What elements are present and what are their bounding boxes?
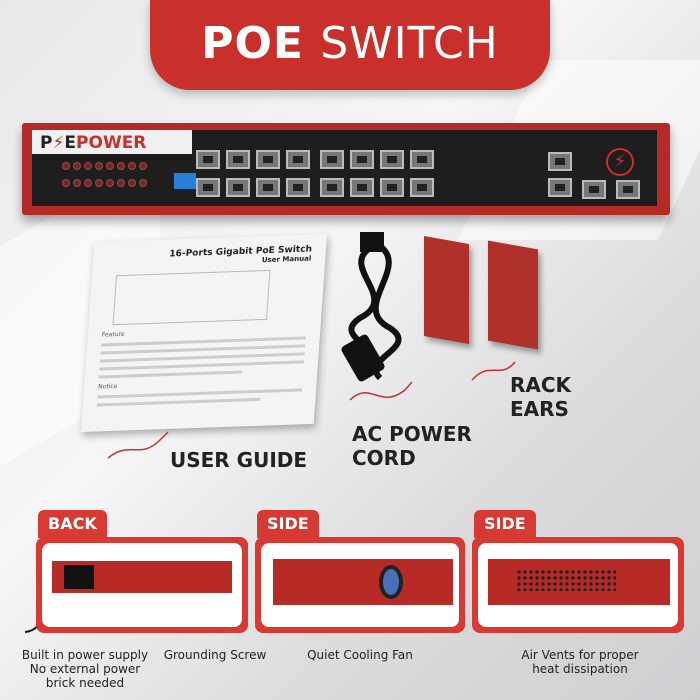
uplink-port	[548, 152, 572, 171]
air-vents	[516, 569, 616, 591]
side-panel-fan	[255, 537, 465, 633]
status-led	[106, 179, 114, 187]
ethernet-port	[410, 150, 434, 169]
status-led	[117, 162, 125, 170]
power-socket	[64, 565, 94, 589]
status-led	[62, 162, 70, 170]
ethernet-port	[226, 178, 250, 197]
uplink-port	[548, 178, 572, 197]
status-led	[84, 162, 92, 170]
caption-cooling-fan: Quiet Cooling Fan	[307, 648, 413, 662]
ethernet-port	[410, 178, 434, 197]
status-led	[84, 179, 92, 187]
ethernet-port	[286, 178, 310, 197]
brand-logo: P⚡EPOWER	[40, 133, 147, 153]
side-panel-vents	[472, 537, 684, 633]
ethernet-port	[380, 150, 404, 169]
lightning-icon: ⚡	[606, 148, 634, 176]
ethernet-port	[256, 178, 280, 197]
status-led	[106, 162, 114, 170]
title-banner	[150, 0, 550, 90]
ethernet-port	[380, 178, 404, 197]
dip-switch[interactable]	[174, 173, 196, 189]
status-led	[139, 162, 147, 170]
status-led	[95, 179, 103, 187]
ethernet-port	[226, 150, 250, 169]
status-led	[128, 162, 136, 170]
page-title: POE SWITCH	[201, 18, 499, 69]
status-led	[73, 162, 81, 170]
logo-strip	[32, 130, 192, 154]
tab-side-fan: SIDE	[257, 510, 319, 538]
caption-grounding-screw: Grounding Screw	[163, 648, 267, 662]
tab-side-vents: SIDE	[474, 510, 536, 538]
ethernet-port	[350, 178, 374, 197]
sfp-port	[616, 180, 640, 199]
ethernet-port	[350, 150, 374, 169]
switch-side-view	[273, 559, 453, 605]
ethernet-port	[196, 178, 220, 197]
status-led	[139, 179, 147, 187]
back-panel	[36, 537, 248, 633]
status-led	[95, 162, 103, 170]
status-led	[128, 179, 136, 187]
ethernet-port	[256, 150, 280, 169]
sfp-port	[582, 180, 606, 199]
ethernet-port	[320, 150, 344, 169]
ethernet-port	[196, 150, 220, 169]
status-led	[62, 179, 70, 187]
user-guide-label: USER GUIDE	[170, 448, 308, 472]
tab-back: BACK	[38, 510, 107, 538]
status-led	[117, 179, 125, 187]
fan-icon	[379, 565, 403, 599]
ethernet-port	[320, 178, 344, 197]
ethernet-port	[286, 150, 310, 169]
status-led	[73, 179, 81, 187]
ac-power-cord	[341, 232, 402, 382]
